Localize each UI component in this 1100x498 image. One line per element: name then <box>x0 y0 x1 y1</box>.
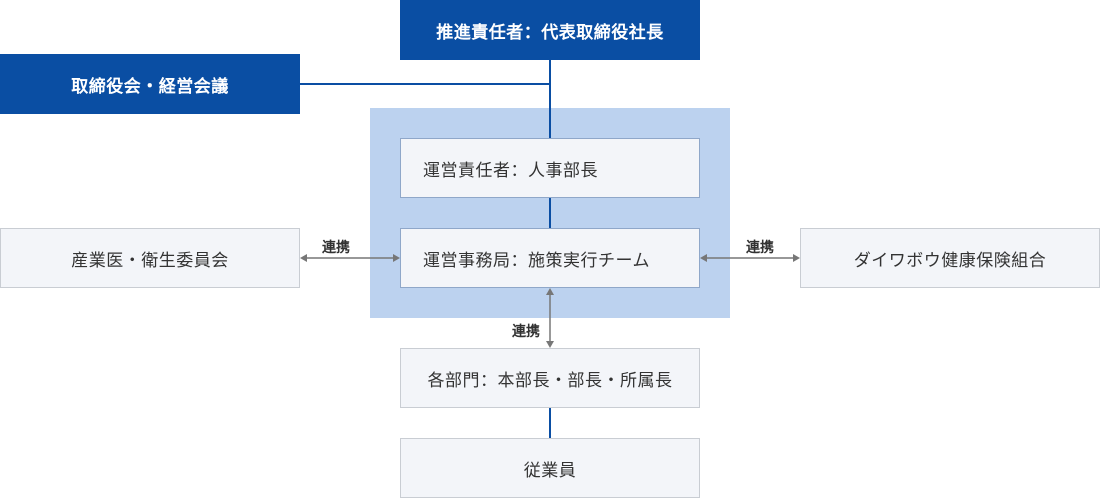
occupational-physician-box: 産業医・衛生委員会 <box>0 228 300 288</box>
employees-box: 従業員 <box>400 438 700 498</box>
connector-board-to-trunk <box>300 83 551 85</box>
operation-head-box: 運営責任者：人事部長 <box>400 138 700 198</box>
link-label-down: 連携 <box>512 324 540 340</box>
link-label-left: 連携 <box>322 240 350 256</box>
arrow-right-link <box>700 254 800 262</box>
board-box: 取締役会・経営会議 <box>0 54 300 114</box>
health-insurance-box: ダイワボウ健康保険組合 <box>800 228 1100 288</box>
promoter-box: 推進責任者：代表取締役社長 <box>400 0 700 60</box>
connector-departments-to-employees <box>549 406 551 439</box>
secretariat-box: 運営事務局：施策実行チーム <box>400 228 700 288</box>
arrow-left-link <box>300 254 400 262</box>
connector-operation-to-secretariat <box>549 197 551 229</box>
connector-promoter-to-operation <box>549 60 551 139</box>
arrow-down-link <box>546 288 554 348</box>
departments-box: 各部門：本部長・部長・所属長 <box>400 348 700 408</box>
link-label-right: 連携 <box>746 240 774 256</box>
